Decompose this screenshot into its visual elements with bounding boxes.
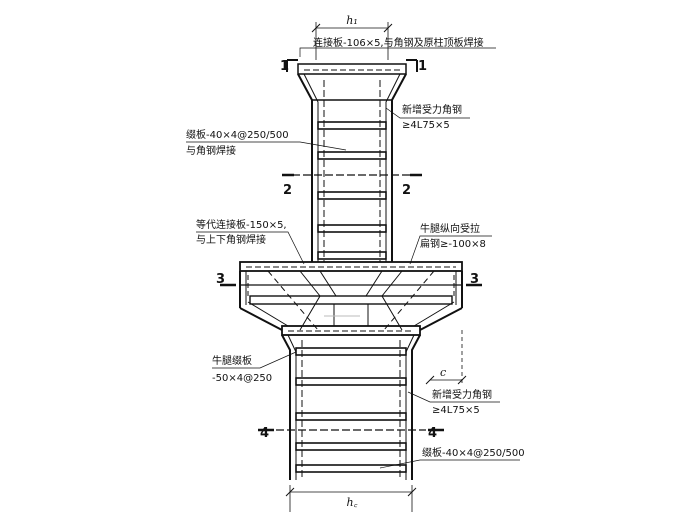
upper-battens (317, 121, 387, 260)
corbel-top-plate (239, 261, 463, 272)
section-marks: 1 1 2 2 3 3 4 4 (216, 59, 482, 441)
section-4-right: 4 (428, 426, 437, 441)
section-2-right: 2 (402, 183, 411, 198)
upper-column (292, 63, 412, 262)
section-1-right: 1 (418, 59, 427, 74)
top-plate-note: 连接板-106×5,与角钢及原柱顶板焊接 (313, 36, 484, 49)
lower-batten-note: 缀板-40×4@250/500 (422, 446, 525, 459)
offset-dimension: c (425, 330, 467, 386)
bottom-width-label: h꜀ (347, 496, 358, 509)
offset-label: c (440, 366, 446, 379)
section-1-left: 1 (280, 59, 289, 74)
top-connecting-plate (297, 63, 407, 75)
corbel-batten-note-1: 牛腿缀板 (212, 354, 252, 367)
section-3-left: 3 (216, 272, 225, 287)
section-3-right: 3 (470, 272, 479, 287)
corbel-batten-note-2: -50×4@250 (212, 373, 272, 384)
lower-column (276, 334, 426, 480)
equivalent-plate-note-1: 等代连接板-150×5, (196, 218, 287, 231)
corbel-tie-note-2: 扁钢≥-100×8 (420, 237, 486, 250)
top-dimension: h₁ (311, 14, 393, 60)
bottom-dimension: h꜀ (285, 485, 417, 512)
top-width-label: h₁ (346, 14, 358, 27)
lower-battens (295, 347, 407, 473)
section-4-left: 4 (260, 426, 269, 441)
annotations: 连接板-106×5,与角钢及原柱顶板焊接 新增受力角钢 ≥4L75×5 缀板-4… (186, 36, 525, 469)
upper-batten-note-1: 缀板-40×4@250/500 (186, 128, 289, 141)
new-angle-upper-note-2: ≥4L75×5 (402, 120, 450, 131)
upper-batten-note-2: 与角钢焊接 (186, 144, 236, 157)
section-2-left: 2 (283, 183, 292, 198)
corbel-tie-note-1: 牛腿纵向受拉 (420, 222, 480, 235)
new-angle-lower-note-1: 新增受力角钢 (432, 388, 492, 401)
new-angle-upper-note-1: 新增受力角钢 (402, 103, 462, 116)
equivalent-plate-note-2: 与上下角钢焊接 (196, 233, 266, 246)
corbel (239, 261, 463, 336)
new-angle-lower-note-2: ≥4L75×5 (432, 405, 480, 416)
